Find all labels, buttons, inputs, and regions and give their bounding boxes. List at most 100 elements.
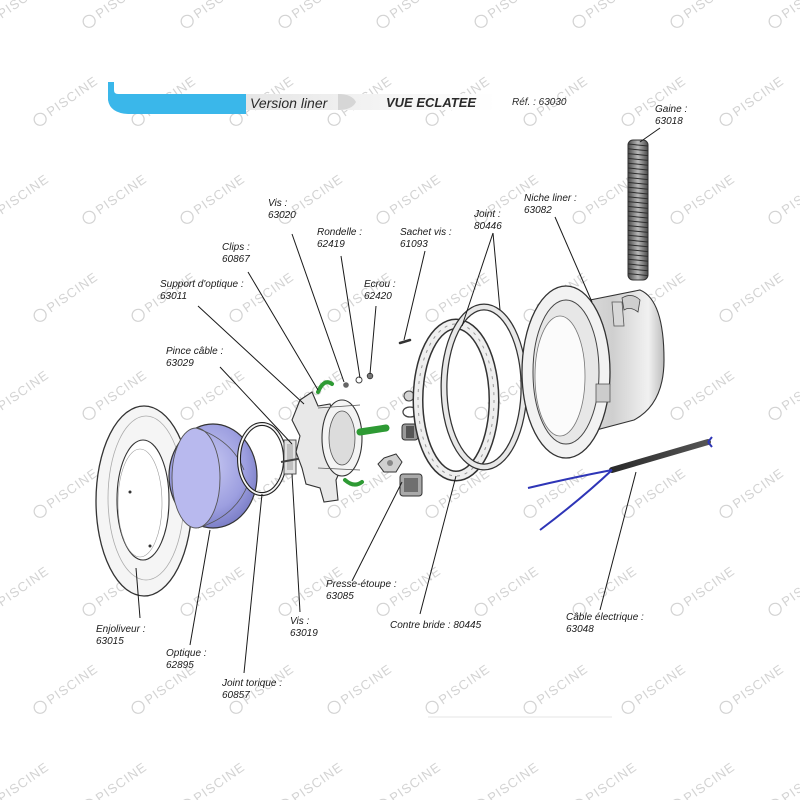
pince-cable-part xyxy=(280,439,304,475)
callout-rondelle-code: 62419 xyxy=(317,239,345,250)
watermark-tile: PISCINE xyxy=(768,0,800,28)
watermark-tile: PISCINE xyxy=(229,269,297,322)
callout-ecrou-code: 62420 xyxy=(364,291,392,302)
gaine-rib xyxy=(627,157,649,161)
watermark-tile: PISCINE xyxy=(0,171,52,217)
callout-pince-cable-code: 63029 xyxy=(166,358,194,369)
gaine-rib xyxy=(627,273,649,277)
callout-pince-cable-name: Pince câble : xyxy=(166,346,223,357)
callout-vis-63020-name: Vis : xyxy=(268,198,287,209)
watermark-tile: PISCINE xyxy=(0,563,52,609)
callout-clips-name: Clips : xyxy=(222,242,250,253)
watermark-tile: PISCINE xyxy=(82,759,150,800)
watermark-text: PISCINE xyxy=(534,661,591,707)
optique-part xyxy=(168,423,258,529)
watermark-text: PISCINE xyxy=(191,759,248,800)
gaine-rib xyxy=(627,167,649,171)
watermark-tile: PISCINE xyxy=(523,465,591,518)
watermark-tile: PISCINE xyxy=(572,0,640,28)
callout-presse-etoupe-name: Presse-étoupe : xyxy=(326,579,397,590)
gaine-rib xyxy=(627,258,649,262)
watermark-text: PISCINE xyxy=(44,661,101,707)
watermark-text: PISCINE xyxy=(681,0,738,21)
watermark-tile: PISCINE xyxy=(0,367,52,413)
watermark-text: PISCINE xyxy=(387,759,444,800)
watermark-tile: PISCINE xyxy=(670,171,738,224)
callout-optique-code: 62895 xyxy=(166,660,194,671)
watermark-text: PISCINE xyxy=(289,759,346,800)
watermark-text: PISCINE xyxy=(681,759,738,800)
callout-ecrou-name: Ecrou : xyxy=(364,279,396,290)
watermark-text: PISCINE xyxy=(289,0,346,21)
gaine-rib xyxy=(627,172,649,176)
watermark-tile: PISCINE xyxy=(621,661,689,714)
watermark-tile: PISCINE xyxy=(180,0,248,28)
watermark-tile: PISCINE xyxy=(376,759,444,800)
callout-joint-code: 80446 xyxy=(474,221,502,232)
watermark-text: PISCINE xyxy=(779,759,800,800)
contre-bride-part xyxy=(412,318,500,482)
watermark-text: PISCINE xyxy=(730,661,787,707)
callout-cable-electrique-name: Câble électrique : xyxy=(566,612,644,623)
watermark-text: PISCINE xyxy=(583,563,640,609)
watermark-tile: PISCINE xyxy=(474,759,542,800)
watermark-text: PISCINE xyxy=(44,73,101,119)
watermark-text: PISCINE xyxy=(0,0,52,21)
support-optique-part xyxy=(291,380,390,503)
watermark-tile: PISCINE xyxy=(0,0,52,21)
watermark-text: PISCINE xyxy=(681,367,738,413)
watermark-tile: PISCINE xyxy=(0,759,52,800)
callout-presse-etoupe-code: 63085 xyxy=(326,591,354,602)
watermark-tile: PISCINE xyxy=(768,563,800,616)
callout-clips-code: 60867 xyxy=(222,254,250,265)
callout-sachet-vis-name: Sachet vis : xyxy=(400,227,452,238)
niche-liner-part xyxy=(521,285,665,459)
gaine-rib xyxy=(627,225,649,229)
watermark-tile: PISCINE xyxy=(82,171,150,224)
watermark-tile: PISCINE xyxy=(670,759,738,800)
watermark-text: PISCINE xyxy=(93,171,150,217)
callout-gaine-name: Gaine : xyxy=(655,104,687,115)
watermark-tile: PISCINE xyxy=(180,367,248,420)
watermark-text: PISCINE xyxy=(338,661,395,707)
watermark-tile: PISCINE xyxy=(474,0,542,28)
callout-contre-bride-name: Contre bride : 80445 xyxy=(390,620,482,631)
callout-support-optique-name: Support d'optique : xyxy=(160,279,244,290)
callout-vis-63019-name: Vis : xyxy=(290,616,309,627)
watermark-tile: PISCINE xyxy=(768,367,800,420)
watermark-text: PISCINE xyxy=(289,171,346,217)
watermark-text: PISCINE xyxy=(779,367,800,413)
fasteners-part xyxy=(343,338,423,497)
watermark-text: PISCINE xyxy=(583,0,640,21)
watermark-tile: PISCINE xyxy=(768,759,800,800)
watermark-tile: PISCINE xyxy=(33,661,101,714)
gaine-rib xyxy=(627,205,649,209)
callout-labels: Vis : 63020 Rondelle : 62419 Clips : 608… xyxy=(96,104,687,701)
callout-vis-63020-code: 63020 xyxy=(268,210,296,221)
callout-support-optique-code: 63011 xyxy=(160,291,187,302)
watermark-tile: PISCINE xyxy=(523,661,591,714)
watermark-text: PISCINE xyxy=(0,171,52,217)
callout-joint-torique-name: Joint torique : xyxy=(221,678,282,689)
watermark-text: PISCINE xyxy=(387,171,444,217)
watermark-tile: PISCINE xyxy=(278,759,346,800)
watermark-tile: PISCINE xyxy=(180,759,248,800)
watermark-tile: PISCINE xyxy=(33,269,101,322)
watermark-tile: PISCINE xyxy=(33,465,101,518)
gaine-rib xyxy=(627,268,649,272)
watermark-tile: PISCINE xyxy=(376,0,444,28)
watermark-text: PISCINE xyxy=(191,171,248,217)
watermark-text: PISCINE xyxy=(779,563,800,609)
callout-sachet-vis-code: 61093 xyxy=(400,239,428,250)
gaine-rib xyxy=(627,215,649,219)
watermark-text: PISCINE xyxy=(730,269,787,315)
callout-cable-electrique-code: 63048 xyxy=(566,624,594,635)
watermark-text: PISCINE xyxy=(44,269,101,315)
watermark-text: PISCINE xyxy=(387,0,444,21)
gaine-rib xyxy=(627,177,649,181)
watermark-text: PISCINE xyxy=(191,563,248,609)
watermark-tile: PISCINE xyxy=(33,73,101,126)
watermark-tile: PISCINE xyxy=(180,171,248,224)
watermark-text: PISCINE xyxy=(583,759,640,800)
